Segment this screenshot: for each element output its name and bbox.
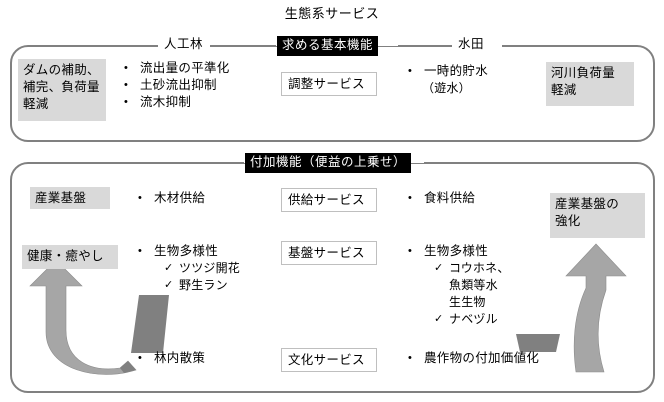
list-item: • 流木抑制: [124, 94, 230, 111]
added-left-item-木材供給: • 木材供給: [138, 190, 205, 207]
check-tick-icon: ✓: [434, 313, 444, 325]
list-item: • 一時的貯水: [408, 63, 488, 80]
sub-list-item: ✓ ツツジ開花: [138, 260, 240, 277]
basic-right-bullet-list: • 一時的貯水 （遊水）: [408, 63, 488, 97]
list-item-label: 土砂流出抑制: [140, 78, 217, 92]
added-left-item-林内散策: • 林内散策: [138, 350, 205, 367]
list-item: • 木材供給: [138, 190, 205, 207]
sub-list-item-label: ナベヅル: [449, 312, 498, 326]
added-right-item-生物多様性: • 生物多様性 ✓ コウホネ、 魚類等水 生生物 ✓ ナベヅル: [408, 243, 510, 328]
list-item-label: 食料供給: [424, 191, 476, 205]
list-item-label: 生物多様性: [424, 244, 489, 258]
sub-list-item: ✓ 野生ラン: [138, 277, 240, 294]
list-item: • 土砂流出抑制: [124, 77, 230, 94]
sub-list-item-continuation: 生生物: [449, 295, 486, 309]
service-box-cultural: 文化サービス: [281, 348, 377, 372]
right-band-parallelogram: [516, 334, 560, 352]
list-item-continuation: （遊水）: [422, 81, 471, 95]
added-right-item-食料供給: • 食料供給: [408, 190, 475, 207]
list-item: • 食料供給: [408, 190, 475, 207]
left-band-parallelogram: [131, 295, 169, 353]
list-item-label: 流木抑制: [140, 95, 192, 109]
bullet-dot-icon: •: [408, 65, 413, 77]
added-left-item-生物多様性: • 生物多様性 ✓ ツツジ開花 ✓ 野生ラン: [138, 243, 240, 294]
bullet-dot-icon: •: [138, 352, 143, 364]
list-item: • 農作物の付加価値化: [408, 350, 539, 367]
list-item-label: 一時的貯水: [424, 64, 489, 78]
bullet-dot-icon: •: [124, 62, 129, 74]
added-right-item-農作物の付加価値化: • 農作物の付加価値化: [408, 350, 539, 367]
bullet-dot-icon: •: [124, 79, 129, 91]
list-item-label: 林内散策: [154, 351, 206, 365]
service-box-regulating: 調整サービス: [281, 72, 377, 96]
label-required-basic-function: 求める基本機能: [277, 36, 379, 56]
outcome-dam-support: ダムの補助、 補完、負荷量 軽減: [18, 59, 106, 121]
basic-left-bullet-list: • 流出量の平準化 • 土砂流出抑制 • 流木抑制: [124, 60, 230, 111]
check-tick-icon: ✓: [434, 262, 444, 274]
bullet-dot-icon: •: [124, 96, 129, 108]
list-item: • 生物多様性: [138, 243, 240, 260]
list-item-label: 木材供給: [154, 191, 206, 205]
label-plantation-forest: 人工林: [160, 37, 208, 52]
outcome-industrial-base-strengthening: 産業基盤の 強化: [550, 193, 645, 238]
bullet-dot-icon: •: [408, 245, 413, 257]
outcome-health-healing: 健康・癒やし: [22, 245, 118, 269]
list-item-label: 農作物の付加価値化: [424, 351, 540, 365]
sub-list-item: ✓ コウホネ、: [408, 260, 510, 277]
curved-up-arrow-left: [29, 259, 137, 375]
bullet-dot-icon: •: [138, 245, 143, 257]
list-item-label: 生物多様性: [154, 244, 219, 258]
sub-list-item: ✓ ナベヅル: [408, 311, 510, 328]
service-box-supporting: 基盤サービス: [281, 241, 377, 265]
list-item-label: 流出量の平準化: [140, 61, 230, 75]
bullet-dot-icon: •: [408, 352, 413, 364]
service-box-provisioning: 供給サービス: [281, 188, 377, 212]
outcome-river-load-reduction: 河川負荷量 軽減: [546, 62, 634, 106]
curved-up-arrow-right: [565, 243, 627, 373]
check-tick-icon: ✓: [164, 279, 174, 291]
sub-list-item-label: コウホネ、: [449, 261, 510, 275]
bullet-dot-icon: •: [138, 192, 143, 204]
sub-list-item-label: 野生ラン: [179, 278, 228, 292]
list-item: • 林内散策: [138, 350, 205, 367]
list-item: • 生物多様性: [408, 243, 510, 260]
outcome-industrial-base: 産業基盤: [30, 187, 110, 209]
list-item: • 流出量の平準化: [124, 60, 230, 77]
label-added-function: 付加機能（便益の上乗せ）: [245, 153, 412, 173]
sub-list-item-continuation: 魚類等水: [449, 278, 498, 292]
bullet-dot-icon: •: [408, 192, 413, 204]
label-paddy-field: 水田: [454, 37, 489, 52]
check-tick-icon: ✓: [164, 262, 174, 274]
page-title: 生態系サービス: [284, 6, 380, 21]
sub-list-item-label: ツツジ開花: [179, 261, 241, 275]
